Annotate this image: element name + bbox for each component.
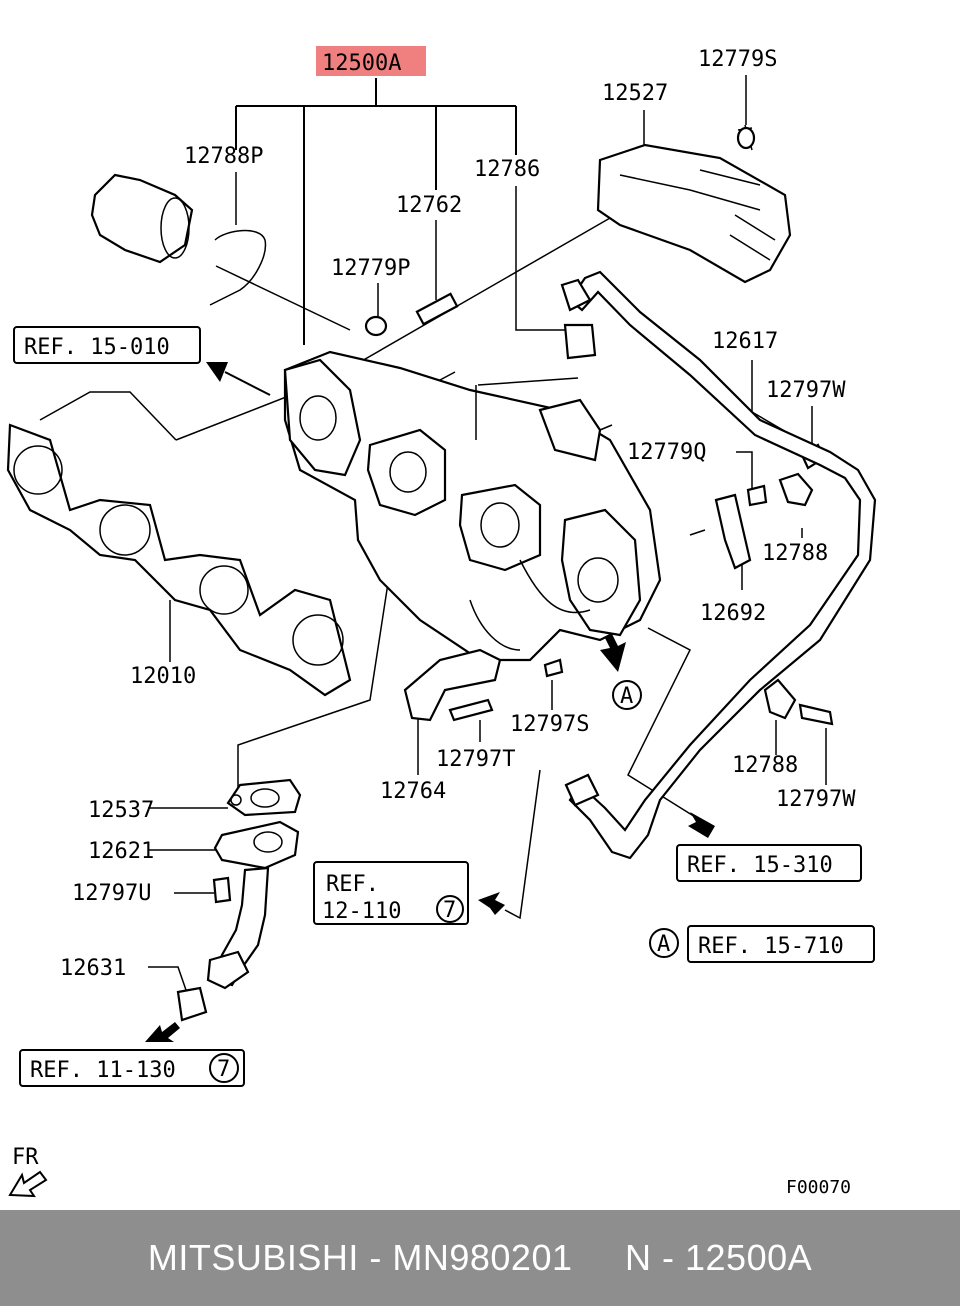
svg-text:A: A [657, 932, 670, 957]
figure-code: F00070 [786, 1177, 851, 1198]
footer-separator: - [358, 1237, 393, 1278]
part-label-12797W: 12797W [766, 378, 846, 403]
part-label-12797W-lower: 12797W [776, 787, 856, 812]
heat-shield [596, 124, 792, 284]
svg-text:REF. 11-130: REF. 11-130 [30, 1058, 176, 1083]
part-label-12764: 12764 [380, 779, 446, 804]
svg-text:REF. 15-710: REF. 15-710 [698, 934, 844, 959]
exhaust-gasket [6, 423, 352, 697]
ref-box-12-110[interactable]: REF. 12-110 7 [313, 861, 469, 925]
leader-lines [39, 75, 827, 991]
svg-text:REF. 15-010: REF. 15-010 [24, 335, 170, 360]
footer-gap [573, 1237, 626, 1279]
svg-text:REF.: REF. [326, 872, 379, 897]
part-label-12537: 12537 [88, 798, 154, 823]
part-label-12631: 12631 [60, 956, 126, 981]
part-label-12692: 12692 [700, 601, 766, 626]
part-label-12797S: 12797S [510, 712, 589, 737]
part-label-12788P: 12788P [184, 144, 263, 169]
part-label-12779S: 12779S [698, 47, 777, 72]
part-label-12500A: 12500A [322, 51, 401, 76]
part-label-12779Q: 12779Q [627, 440, 706, 465]
ref-box-15-710[interactable]: REF. 15-710 [687, 925, 875, 963]
footer-brand: MITSUBISHI [147, 1237, 359, 1278]
ref-box-15-010[interactable]: REF. 15-010 [13, 326, 201, 364]
svg-text:A: A [620, 684, 633, 709]
part-label-12621: 12621 [88, 839, 154, 864]
part-label-12527: 12527 [602, 81, 668, 106]
svg-text:REF. 15-310: REF. 15-310 [687, 853, 833, 878]
svg-text:12-110: 12-110 [322, 899, 401, 924]
svg-text:7: 7 [443, 898, 456, 923]
oil-feed-pipe [560, 270, 877, 860]
part-label-12797T: 12797T [436, 747, 515, 772]
part-label-12797U: 12797U [72, 881, 151, 906]
part-label-12788-lower: 12788 [732, 753, 798, 778]
part-label-12788: 12788 [762, 541, 828, 566]
ref-circle-A-turbo: A [612, 680, 642, 710]
turbo-bracket [403, 648, 502, 722]
assembly-bracket [235, 78, 517, 345]
part-label-12786: 12786 [474, 157, 540, 182]
part-label-12779P: 12779P [331, 256, 410, 281]
ref-box-15-310[interactable]: REF. 15-310 [676, 844, 862, 882]
turbo-manifold-assembly [283, 350, 706, 662]
footer-catalog-ref: N - 12500A [625, 1237, 813, 1278]
oil-return-parts [176, 778, 302, 1022]
front-indicator: FR [8, 1145, 48, 1198]
svg-text:7: 7 [217, 1057, 230, 1082]
part-label-12617: 12617 [712, 329, 778, 354]
footer-part-number: MN980201 [392, 1237, 573, 1278]
ref-circle-A: A [649, 928, 679, 958]
intake-hose [90, 173, 267, 306]
main-part-highlight [316, 46, 426, 76]
svg-text:FR: FR [12, 1145, 39, 1170]
arrows [145, 362, 715, 1042]
parts-diagram: 12500A 12779S 12527 12788P 12786 12762 1… [6, 46, 877, 1198]
part-footer-banner: MITSUBISHI - MN980201 N - 12500A [0, 1210, 960, 1306]
pipe-clips [714, 472, 814, 720]
part-label-12010: 12010 [130, 664, 196, 689]
ref-box-11-130[interactable]: REF. 11-130 7 [19, 1049, 245, 1087]
part-label-12762: 12762 [396, 193, 462, 218]
